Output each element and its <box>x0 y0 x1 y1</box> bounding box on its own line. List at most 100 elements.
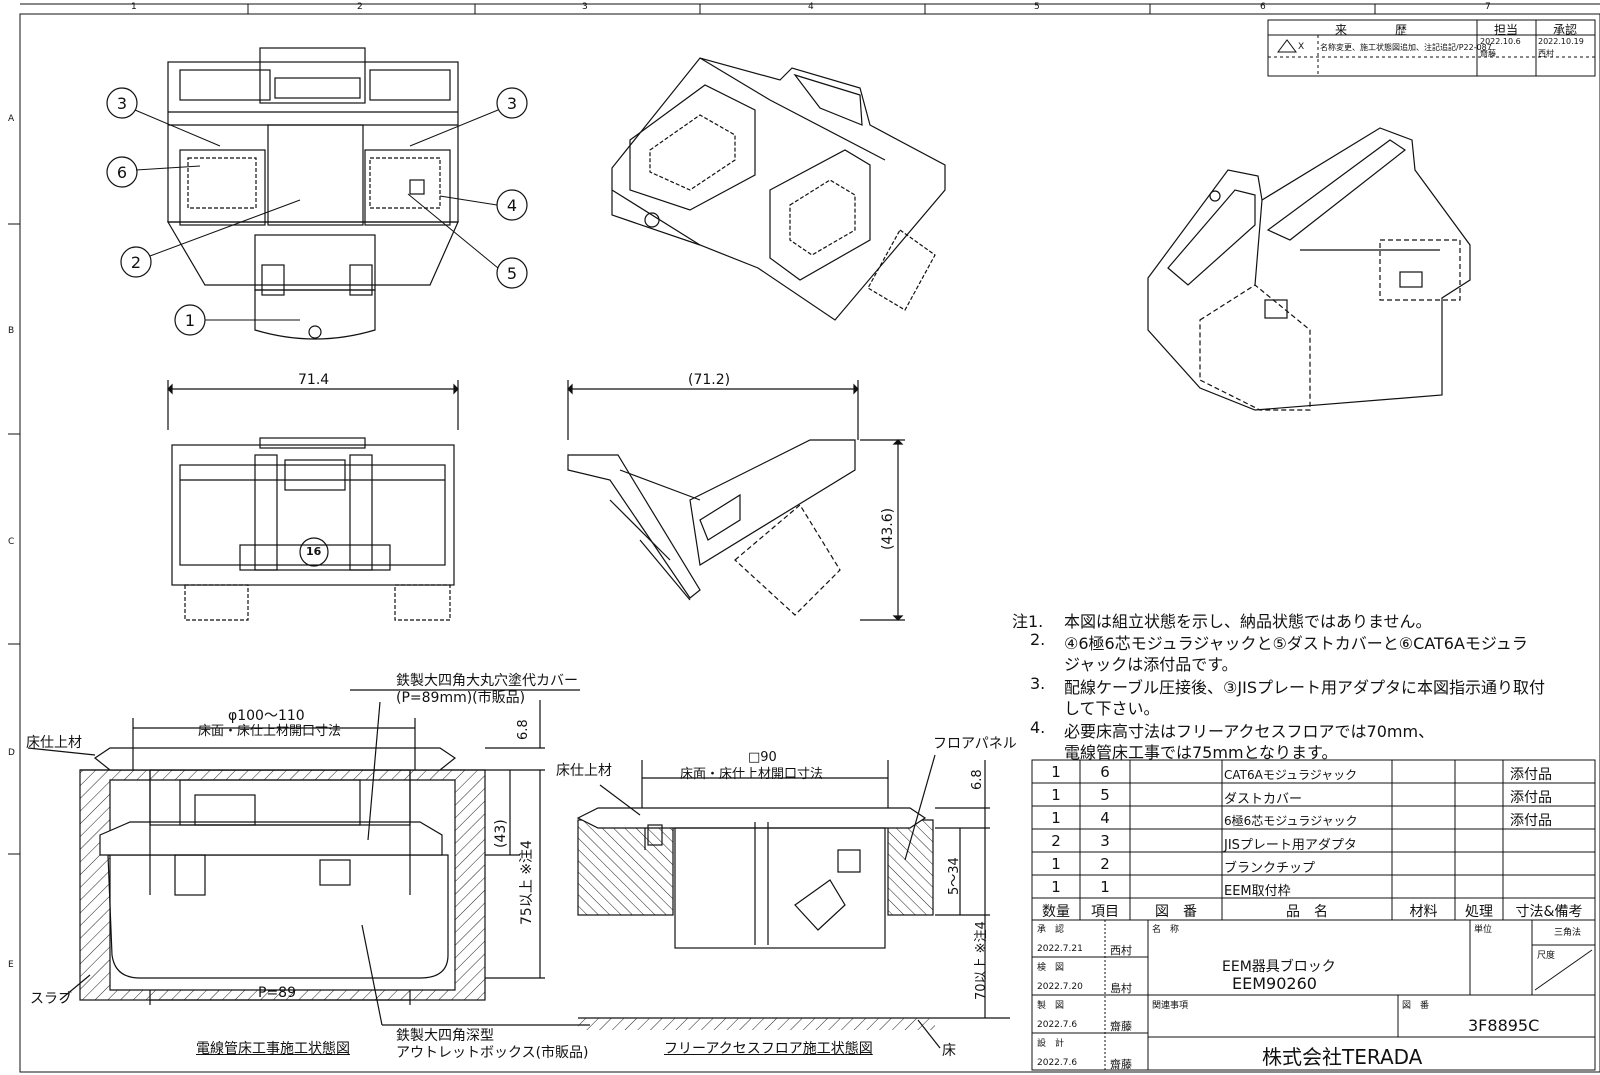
parts-name: EEM取付枠 <box>1224 884 1291 899</box>
col-label: 5 <box>1034 2 1040 12</box>
note-text: ジャックは添付品です。 <box>1064 655 1238 674</box>
balloon-3-left: 3 <box>116 94 128 113</box>
revision-approve-header: 承認 <box>1553 23 1578 37</box>
parts-qty: 1 <box>1051 878 1061 896</box>
dim-5-34: 5～34 <box>947 857 962 895</box>
check-name: 島村 <box>1110 982 1132 995</box>
company-name: 株式会社TERADA <box>1262 1045 1423 1069</box>
balloon-3-right: 3 <box>506 94 518 113</box>
row-label: D <box>8 748 15 758</box>
parts-qty: 1 <box>1051 786 1061 804</box>
note-text: 電線管床工事では75mmとなります。 <box>1064 743 1338 762</box>
parts-remark: 添付品 <box>1510 767 1552 783</box>
col-label: 2 <box>357 2 363 12</box>
revision-mark: X <box>1298 42 1305 52</box>
unit-label: 単位 <box>1474 925 1493 935</box>
parts-item: 5 <box>1100 786 1110 804</box>
balloon-2: 2 <box>130 253 142 272</box>
revision-table <box>1267 19 1596 77</box>
callout-floor-panel: フロアパネル <box>933 736 1017 752</box>
note-number: 注1. <box>1012 612 1044 631</box>
projection: 三角法 <box>1554 928 1582 938</box>
callout-box-1: 鉄製大四角深型 <box>396 1028 494 1044</box>
revision-charge-header: 担当 <box>1494 23 1519 37</box>
parts-remark: 添付品 <box>1510 813 1552 829</box>
approve-date: 2022.7.21 <box>1037 944 1083 954</box>
check-label: 検 図 <box>1037 963 1065 973</box>
note-number: 4. <box>1030 718 1046 737</box>
side-elevation <box>567 380 905 621</box>
note-number: 2. <box>1030 630 1046 649</box>
dim-68-right: 6.8 <box>970 769 985 790</box>
col-label: 3 <box>582 2 588 12</box>
note-text: して下さい。 <box>1064 699 1160 718</box>
balloons <box>106 87 528 336</box>
col-label: 6 <box>1260 2 1266 12</box>
parts-qty: 1 <box>1051 809 1061 827</box>
parts-header-qty: 数量 <box>1042 904 1070 920</box>
parts-table-lines <box>1031 759 1596 921</box>
caption-conduit: 電線管床工事施工状態図 <box>196 1041 350 1057</box>
parts-name: JISプレート用アダプタ <box>1224 838 1357 853</box>
col-label: 4 <box>808 2 814 12</box>
revision-approve-date: 2022.10.19 <box>1538 37 1584 46</box>
balloon-5: 5 <box>506 264 518 283</box>
balloon-4: 4 <box>506 196 518 215</box>
related-label: 関連事項 <box>1152 1001 1189 1011</box>
parts-item: 3 <box>1100 832 1110 850</box>
parts-name: ブランクチップ <box>1224 861 1316 876</box>
balloon-6: 6 <box>116 163 128 182</box>
row-label: A <box>8 114 15 124</box>
col-label: 1 <box>131 2 137 12</box>
check-date: 2022.7.20 <box>1037 982 1083 992</box>
scale-label: 尺度 <box>1537 951 1556 961</box>
callout-cover-1: 鉄製大四角大丸穴塗代カバー <box>396 673 578 689</box>
iso-view-rear <box>1147 127 1471 411</box>
parts-header-remark: 寸法&備考 <box>1515 904 1583 920</box>
draw-name: 齋藤 <box>1110 1020 1132 1033</box>
revision-charge-name: 齋藤 <box>1480 49 1496 58</box>
parts-qty: 2 <box>1051 832 1061 850</box>
note-text: 配線ケーブル圧接後、③JISプレート用アダプタに本図指示通り取付 <box>1064 678 1545 697</box>
dim-75: 75以上 ※注4 <box>519 840 535 925</box>
parts-item: 4 <box>1100 809 1110 827</box>
dim-open-left: 床面・床仕上材開口寸法 <box>198 724 342 739</box>
parts-qty: 1 <box>1051 763 1061 781</box>
dim-height-side: (43.6) <box>880 507 896 550</box>
front-elevation <box>167 380 459 621</box>
draw-date: 2022.7.6 <box>1037 1020 1078 1030</box>
dim-badge: 16 <box>306 545 322 558</box>
row-label: E <box>8 960 14 970</box>
callout-cover-2: (P=89mm)(市販品) <box>396 690 526 706</box>
design-name: 齋藤 <box>1110 1058 1132 1071</box>
parts-header-material: 材料 <box>1409 904 1438 920</box>
callout-floor: 床 <box>942 1043 956 1059</box>
dim-open-right: 床面・床仕上材開口寸法 <box>680 767 824 782</box>
callout-floor-material-right: 床仕上材 <box>556 763 612 779</box>
balloon-1: 1 <box>184 311 196 330</box>
parts-item: 6 <box>1100 763 1110 781</box>
dim-width-side: (71.2) <box>688 372 731 388</box>
revision-description: 名称変更、施工状態図追加、注記追記/P22-087 <box>1320 43 1492 52</box>
parts-name: 6極6芯モジュラジャック <box>1224 814 1358 828</box>
row-label: B <box>8 326 15 336</box>
dim-p89: P=89 <box>258 985 296 1001</box>
callout-floor-material-left: 床仕上材 <box>26 735 82 751</box>
iso-view-front <box>611 57 946 321</box>
parts-qty: 1 <box>1051 855 1061 873</box>
approve-name: 西村 <box>1110 944 1132 957</box>
parts-header-name: 品 名 <box>1286 904 1328 920</box>
parts-header-process: 処理 <box>1465 904 1493 920</box>
note-number: 3. <box>1030 674 1046 693</box>
parts-item: 1 <box>1100 878 1110 896</box>
caption-access-floor: フリーアクセスフロア施工状態図 <box>664 1041 873 1057</box>
design-label: 設 計 <box>1037 1039 1065 1049</box>
design-date: 2022.7.6 <box>1037 1058 1078 1068</box>
access-floor-section <box>576 754 1010 1049</box>
col-label: 7 <box>1485 2 1491 12</box>
product-name: EEM器具ブロック <box>1222 959 1336 975</box>
parts-item: 2 <box>1100 855 1110 873</box>
drawing-number: 3F8895C <box>1468 1016 1540 1035</box>
